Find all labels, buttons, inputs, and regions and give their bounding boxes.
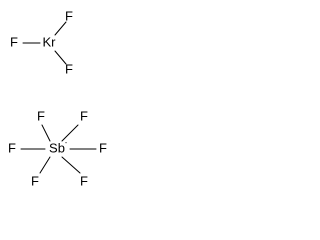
kr-bottom-fluorine-label: F	[65, 61, 73, 76]
hexafluoroantimonate-anion: F F F F F F Sb -	[8, 108, 107, 188]
chemical-structure-diagram: F F F Kr F F F F F F Sb -	[8, 8, 107, 188]
krypton-trifluoride-cation: F F F Kr	[10, 8, 73, 76]
sb-top-right-fluorine-label: F	[80, 108, 88, 123]
sb-f-top-left-bond	[41, 124, 51, 142]
sb-left-fluorine-label: F	[8, 140, 16, 155]
antimony-atom-label: Sb	[49, 140, 65, 155]
sb-f-bottom-right-bond	[61, 156, 81, 174]
sb-bottom-right-fluorine-label: F	[80, 173, 88, 188]
sb-bottom-left-fluorine-label: F	[31, 173, 39, 188]
sb-right-fluorine-label: F	[99, 140, 107, 155]
kr-left-fluorine-label: F	[10, 34, 18, 49]
kr-f-top-bond	[54, 21, 67, 36]
sb-top-left-fluorine-label: F	[37, 108, 45, 123]
sb-f-top-right-bond	[61, 124, 79, 142]
sb-f-bottom-left-bond	[39, 156, 51, 174]
kr-f-bottom-bond	[54, 50, 67, 65]
krypton-atom-label: Kr	[43, 34, 57, 49]
kr-top-fluorine-label: F	[65, 8, 73, 23]
anion-charge-label: -	[65, 140, 68, 147]
